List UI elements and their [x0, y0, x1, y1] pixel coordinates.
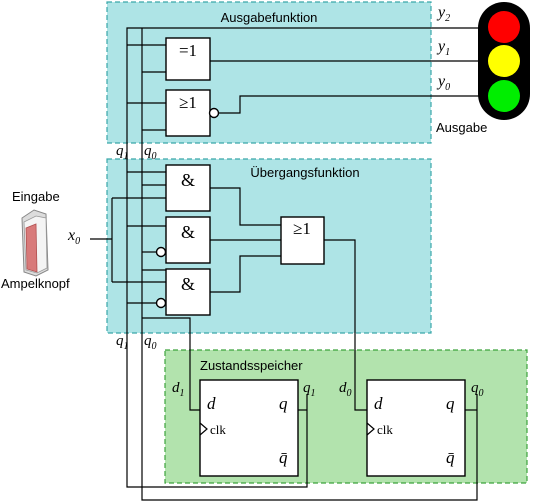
push-button-icon [21, 209, 49, 277]
yellow-light-icon [488, 45, 520, 77]
inverter-bubble-and2 [155, 246, 167, 258]
input-name: Ampelknopf [1, 276, 70, 291]
or-gate-transition-symbol: ≥1 [293, 219, 311, 238]
label-y2: y2 [436, 4, 450, 24]
label-d0: d0 [339, 380, 352, 399]
flipflop-1-q: q [279, 394, 288, 413]
or-gate-transition [280, 216, 325, 265]
flipflop-0-clock-icon [366, 422, 375, 436]
flipflop-0-q: q [446, 394, 455, 413]
wire-or-d0 [324, 239, 367, 411]
wire-y2 [126, 27, 490, 40]
and-gate-1-symbol: & [181, 170, 195, 190]
flipflop-0-clk: clk [377, 422, 393, 437]
label-y1: y1 [436, 38, 450, 58]
label-q1-bottom: q1 [116, 333, 129, 352]
label-q0-bottom: q0 [144, 333, 157, 352]
xor-gate [165, 37, 211, 81]
wire-q0-rail [141, 28, 478, 501]
and-gate-3-symbol: & [181, 274, 195, 294]
label-q0-top: q0 [144, 143, 157, 162]
and-gate-1 [165, 164, 211, 212]
flipflop-0 [366, 379, 466, 477]
flipflop-0-qbar: q̄ [446, 448, 455, 467]
wire-q0-d1 [142, 317, 200, 411]
flipflop-1-clock-icon [199, 422, 208, 436]
input-title: Eingabe [12, 189, 60, 204]
flipflop-1-clk: clk [210, 422, 226, 437]
traffic-light-label: Ausgabe [436, 120, 487, 135]
label-y0: y0 [436, 73, 450, 93]
or-gate-output-symbol: ≥1 [179, 93, 197, 112]
flipflop-1 [199, 379, 299, 477]
wire-and1-or [210, 187, 281, 226]
and-gate-2 [165, 216, 211, 264]
label-q1-top: q1 [116, 143, 129, 162]
flipflop-1-qbar: q̄ [279, 448, 288, 467]
xor-gate-symbol: =1 [179, 41, 197, 60]
and-gate-2-symbol: & [181, 222, 195, 242]
wire-y0 [219, 95, 490, 114]
transition-function-title: Übergangsfunktion [250, 165, 359, 180]
flipflop-0-d: d [374, 394, 383, 413]
label-d1: d1 [172, 380, 185, 399]
flipflop-1-d: d [207, 394, 216, 413]
state-memory-title: Zustandsspeicher [200, 358, 303, 373]
inverter-bubble-y0 [208, 107, 220, 119]
label-x0: x0 [67, 227, 80, 247]
and-gate-3 [165, 268, 211, 316]
wire-and3-or [210, 255, 281, 293]
output-function-title: Ausgabefunktion [221, 10, 318, 25]
inverter-bubble-and3 [155, 297, 167, 309]
label-q1-ff: q1 [303, 380, 316, 399]
red-light-icon [488, 11, 520, 43]
label-q0-ff: q0 [471, 380, 484, 399]
green-light-icon [488, 80, 520, 112]
wire-q1-rail [126, 40, 308, 488]
